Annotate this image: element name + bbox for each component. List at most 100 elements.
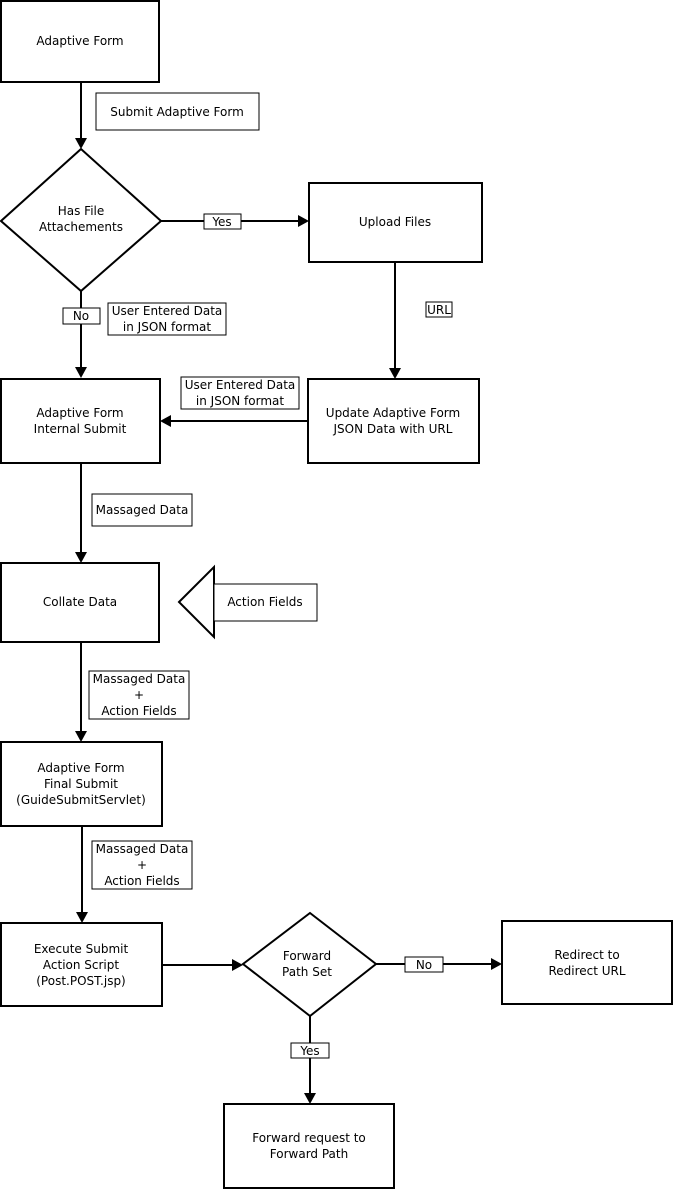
arrowhead-forward-to-request bbox=[304, 1093, 316, 1104]
label-action-fields: Action Fields bbox=[213, 583, 318, 622]
label-url: URL bbox=[425, 301, 453, 318]
text-line: No bbox=[416, 958, 432, 972]
label-no-attachments-text: No bbox=[73, 309, 89, 323]
text-line: Submit Adaptive Form bbox=[110, 105, 244, 119]
label-yes-forward: Yes bbox=[290, 1042, 330, 1059]
text-line: Redirect URL bbox=[548, 964, 625, 978]
text-line: in JSON format bbox=[196, 394, 284, 408]
node-upload-files: Upload Files bbox=[308, 182, 483, 263]
node-collate-data: Collate Data bbox=[0, 562, 160, 643]
text-line: in JSON format bbox=[123, 320, 211, 334]
text-line: + bbox=[134, 688, 144, 702]
text-line: Adaptive Form bbox=[37, 761, 124, 775]
text-line: User Entered Data bbox=[112, 304, 223, 318]
arrowhead-final-to-execute bbox=[76, 912, 88, 923]
text-line: Massaged Data bbox=[96, 503, 189, 517]
label-massaged-data-3-text: Massaged Data + Action Fields bbox=[96, 842, 189, 888]
label-submit-adaptive-form-text: Submit Adaptive Form bbox=[110, 105, 244, 119]
label-yes-upload: Yes bbox=[203, 213, 242, 230]
label-user-data-right: User Entered Data in JSON format bbox=[180, 376, 300, 410]
label-no-attachments: No bbox=[62, 307, 101, 325]
text-line: Action Fields bbox=[227, 595, 302, 609]
node-forward-request-text: Forward request to Forward Path bbox=[252, 1131, 366, 1161]
arrowhead-decision-to-upload bbox=[298, 215, 309, 227]
label-massaged-data-2-text: Massaged Data + Action Fields bbox=[93, 672, 186, 718]
node-redirect-text: Redirect to Redirect URL bbox=[548, 948, 625, 978]
text-line: Yes bbox=[299, 1044, 319, 1058]
label-massaged-data-1: Massaged Data bbox=[91, 493, 193, 527]
text-line: User Entered Data bbox=[185, 378, 296, 392]
label-user-data-right-text: User Entered Data in JSON format bbox=[185, 378, 296, 408]
text-line: Action Script bbox=[43, 958, 119, 972]
text-line: Redirect to bbox=[554, 948, 619, 962]
text-line: Forward bbox=[283, 949, 331, 963]
label-massaged-data-3: Massaged Data + Action Fields bbox=[91, 840, 193, 890]
edge-labels: Submit Adaptive Form Yes No User Entered… bbox=[62, 92, 453, 1059]
text-line: Forward request to bbox=[252, 1131, 366, 1145]
text-line: Action Fields bbox=[101, 704, 176, 718]
node-redirect: Redirect to Redirect URL bbox=[501, 920, 673, 1005]
arrowhead-form-to-decision bbox=[75, 138, 87, 149]
label-no-redirect-text: No bbox=[416, 958, 432, 972]
label-massaged-data-1-text: Massaged Data bbox=[96, 503, 189, 517]
arrowhead-internal-to-collate bbox=[75, 552, 87, 563]
label-massaged-data-2: Massaged Data + Action Fields bbox=[88, 670, 190, 720]
label-url-text: URL bbox=[427, 303, 451, 317]
text-line: Has File bbox=[58, 204, 105, 218]
text-line: Yes bbox=[211, 215, 231, 229]
edges bbox=[75, 82, 502, 1104]
text-line: Internal Submit bbox=[34, 422, 127, 436]
node-adaptive-form-text: Adaptive Form bbox=[36, 34, 123, 48]
text-line: JSON Data with URL bbox=[333, 422, 453, 436]
text-line: Path Set bbox=[282, 965, 332, 979]
node-upload-files-text: Upload Files bbox=[359, 215, 431, 229]
arrowhead-decision-to-internal bbox=[75, 367, 87, 378]
text-line: Upload Files bbox=[359, 215, 431, 229]
text-line: Massaged Data bbox=[93, 672, 186, 686]
text-line: Collate Data bbox=[43, 595, 117, 609]
text-line: Attachements bbox=[39, 220, 123, 234]
text-line: Forward Path bbox=[270, 1147, 348, 1161]
node-collate-data-text: Collate Data bbox=[43, 595, 117, 609]
text-line: (GuideSubmitServlet) bbox=[16, 793, 146, 807]
action-fields-arrow bbox=[177, 564, 215, 640]
label-submit-adaptive-form: Submit Adaptive Form bbox=[95, 92, 260, 131]
text-line: Update Adaptive Form bbox=[326, 406, 460, 420]
label-no-redirect: No bbox=[404, 956, 444, 973]
label-yes-forward-text: Yes bbox=[299, 1044, 319, 1058]
text-line: Final Submit bbox=[44, 777, 118, 791]
text-line: + bbox=[137, 858, 147, 872]
arrowhead-update-to-internal bbox=[160, 415, 171, 427]
node-adaptive-form: Adaptive Form bbox=[0, 0, 160, 83]
text-line: Adaptive Form bbox=[36, 34, 123, 48]
arrowhead-collate-to-final bbox=[75, 731, 87, 742]
text-line: Adaptive Form bbox=[36, 406, 123, 420]
label-action-fields-text: Action Fields bbox=[227, 595, 302, 609]
text-line: Execute Submit bbox=[34, 942, 129, 956]
text-line: Action Fields bbox=[104, 874, 179, 888]
text-line: Massaged Data bbox=[96, 842, 189, 856]
text-line: No bbox=[73, 309, 89, 323]
arrowhead-upload-to-update bbox=[389, 368, 401, 379]
node-forward-request: Forward request to Forward Path bbox=[223, 1103, 395, 1189]
label-user-data-left-text: User Entered Data in JSON format bbox=[112, 304, 223, 334]
arrowhead-forward-to-redirect bbox=[491, 958, 502, 970]
label-yes-upload-text: Yes bbox=[211, 215, 231, 229]
text-line: URL bbox=[427, 303, 451, 317]
label-user-data-left: User Entered Data in JSON format bbox=[107, 302, 227, 336]
arrowhead-execute-to-forward bbox=[232, 959, 243, 971]
